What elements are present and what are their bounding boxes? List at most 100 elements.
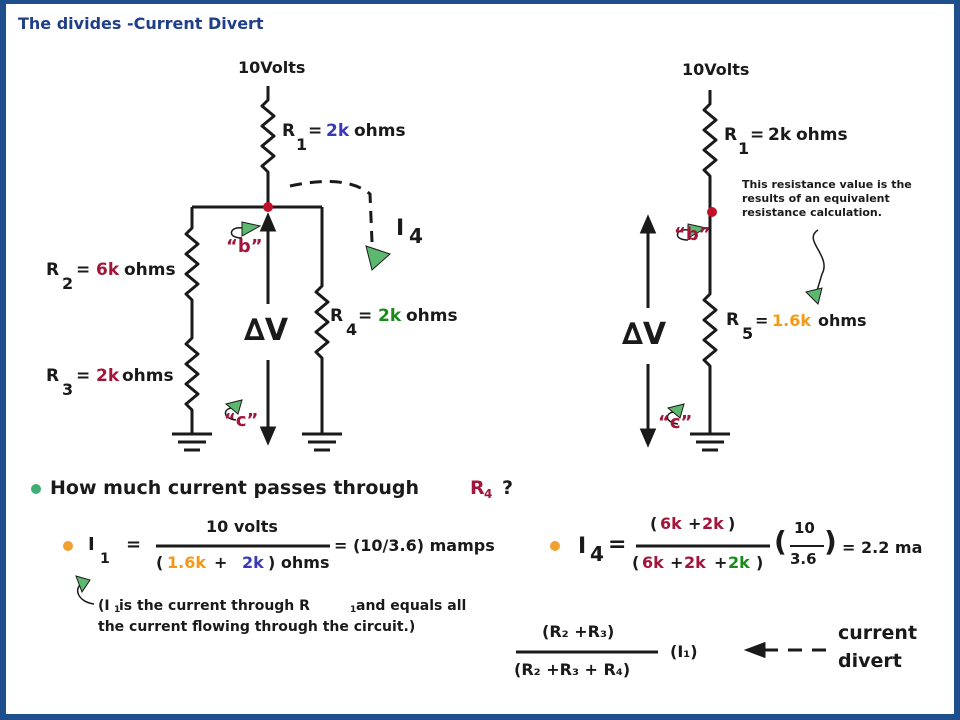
eq1-note-l2: the current flowing through the circuit.… <box>98 619 416 635</box>
eq1-den-close: ) ohms <box>268 553 330 572</box>
left-delta-v: ∆V <box>244 313 289 348</box>
eq1-note-l1e: and equals all <box>356 598 467 614</box>
r1-equals: = <box>308 121 323 141</box>
r5-symbol: R <box>726 310 740 330</box>
right-r1-subscript: 1 <box>738 139 750 158</box>
r4-symbol: R <box>330 306 344 326</box>
divert-denominator: (R₂ +R₃ + R₄) <box>514 660 631 679</box>
right-source-voltage: 10Volts <box>682 60 750 79</box>
right-b-callout <box>676 229 689 241</box>
r3-unit: ohms <box>122 366 174 386</box>
r2-unit: ohms <box>124 260 176 280</box>
eq1-den-b: 2k <box>242 553 264 572</box>
r2-symbol: R <box>46 260 60 280</box>
r3-symbol: R <box>46 366 60 386</box>
r2-value: 6k <box>96 260 120 280</box>
eq1-lhs-sub: 1 <box>100 551 110 567</box>
right-r1-symbol: R <box>724 125 738 145</box>
eq1-note-l1d: 1 <box>350 605 357 615</box>
r5-unit: ohms <box>818 311 867 330</box>
eq2-num-plus: + <box>688 514 702 533</box>
equivalent-resistance-note: This resistance value is the results of … <box>742 178 912 219</box>
eq2-num-a: 6k <box>660 514 682 533</box>
left-r1-resistor <box>260 86 276 207</box>
eq2-den-close: ) <box>756 553 764 572</box>
r4-subscript: 4 <box>346 320 358 339</box>
eq2-num-b: 2k <box>702 514 724 533</box>
eq2-result: = 2.2 ma <box>842 538 923 557</box>
left-ground-1 <box>172 432 212 452</box>
circuit-diagram <box>31 86 826 659</box>
eq2-den-a: 6k <box>642 553 664 572</box>
divert-factor: (I₁) <box>670 642 698 661</box>
i4-arrow-head <box>365 245 391 271</box>
eq1-bullet <box>63 541 73 551</box>
right-circuit-wires <box>702 90 718 434</box>
r1-value: 2k <box>326 121 350 141</box>
left-circuit-wires <box>184 86 330 434</box>
eq2-frac-den: 3.6 <box>790 550 817 568</box>
eq1-note-l1a: (I <box>98 598 110 614</box>
right-r1-resistor <box>702 90 718 284</box>
eq2-den-plus2: + <box>714 553 728 572</box>
right-r1-equals: = <box>750 125 765 145</box>
right-delta-v-arrows <box>639 214 657 448</box>
eq1-den-open: ( <box>156 553 164 572</box>
eq1-den-plus: + <box>214 553 228 572</box>
eq2-den-b: 2k <box>684 553 706 572</box>
divert-label-line2: divert <box>838 650 902 672</box>
eq2-bullet <box>550 541 560 551</box>
r1-symbol: R <box>282 121 296 141</box>
r1-unit: ohms <box>354 121 406 141</box>
left-node-b-label: “b” <box>226 236 263 257</box>
question-text: How much current passes through <box>50 477 420 499</box>
eq2-lhs: I <box>578 534 587 559</box>
eq2-num-close: ) <box>728 514 736 533</box>
eq2-num-open: ( <box>650 514 658 533</box>
r3-value: 2k <box>96 366 120 386</box>
question-r-sub: 4 <box>484 487 493 501</box>
eq2-paren-open: ( <box>774 525 787 558</box>
eq2-den-c: 2k <box>728 553 750 572</box>
r5-value: 1.6k <box>772 311 811 330</box>
divert-numerator: (R₂ +R₃) <box>542 622 615 641</box>
left-source-voltage: 10Volts <box>238 58 306 77</box>
r2-subscript: 2 <box>62 274 74 293</box>
eq2-lhs-sub: 4 <box>590 542 604 566</box>
eq2-den-plus1: + <box>670 553 684 572</box>
left-b-callout <box>230 227 243 239</box>
eq1-den-a: 1.6k <box>167 553 206 572</box>
eq1-result: = (10/3.6) mamps <box>334 536 495 555</box>
eq2-frac-num: 10 <box>794 519 815 537</box>
r4-value: 2k <box>378 306 402 326</box>
left-node-b-dot <box>263 202 273 212</box>
right-r1-unit: ohms <box>796 125 848 145</box>
eq1-note-l1c: is the current through R <box>119 598 310 614</box>
eq2-equals: = <box>608 532 627 557</box>
left-r2-resistor <box>184 207 200 329</box>
question-bullet <box>31 484 41 494</box>
r5-equals: = <box>755 311 769 330</box>
left-r4-resistor <box>314 207 330 434</box>
slide: The divides -Current Divert 10Volts R 1 … <box>6 4 954 714</box>
eq2-paren-close: ) <box>824 525 837 558</box>
r3-subscript: 3 <box>62 380 74 399</box>
r1-subscript: 1 <box>296 135 308 154</box>
eq1-numerator: 10 volts <box>206 517 278 536</box>
right-node-b-dot <box>707 207 717 217</box>
r4-equals: = <box>358 306 373 326</box>
right-r1-value: 2k <box>768 125 792 145</box>
question-r: R <box>470 477 485 499</box>
note-callout-line <box>812 229 825 295</box>
right-node-c-label: “c” <box>658 412 693 433</box>
r4-unit: ohms <box>406 306 458 326</box>
i4-subscript: 4 <box>409 224 423 248</box>
divert-arrow <box>743 641 826 659</box>
right-delta-v: ∆V <box>622 317 667 352</box>
eq1-equals: = <box>126 534 142 555</box>
left-delta-v-arrows <box>259 212 277 446</box>
eq1-note-l1b: 1 <box>114 605 121 615</box>
i4-current-path <box>289 180 374 243</box>
question-mark: ? <box>502 477 514 499</box>
right-ground <box>690 432 730 452</box>
